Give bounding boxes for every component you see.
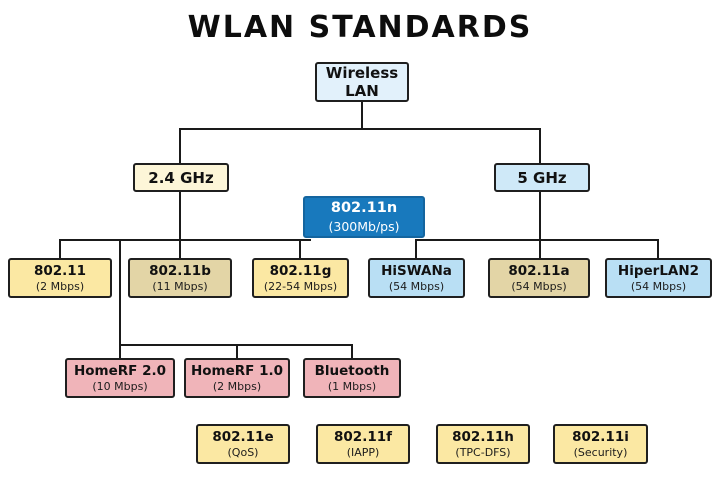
connector-to-5ghz [539, 128, 541, 163]
node-sublabel: (2 Mbps) [212, 380, 262, 393]
node-sublabel: (QoS) [227, 446, 259, 459]
node-label: HomeRF 1.0 [190, 362, 284, 379]
node-label: 802.11a [508, 262, 570, 279]
node-802-11g: 802.11g (22-54 Mbps) [252, 258, 349, 298]
node-label: 802.11b [149, 262, 211, 279]
node-802-11e: 802.11e (QoS) [196, 424, 290, 464]
node-sublabel: (IAPP) [346, 446, 380, 459]
node-802-11n: 802.11n (300Mb/ps) [303, 196, 425, 238]
node-sublabel: (11 Mbps) [152, 280, 208, 293]
node-sublabel: (54 Mbps) [511, 280, 567, 293]
connector-2-4ghz-horizontal [59, 239, 311, 241]
node-sublabel: (1 Mbps) [327, 380, 377, 393]
node-label: HiperLAN2 [617, 262, 700, 279]
diagram-title: WLAN STANDARDS [187, 10, 533, 45]
connector-bands-horizontal [179, 128, 541, 130]
connector-drop-bluetooth [351, 344, 353, 358]
node-sublabel: (Security) [573, 446, 628, 459]
connector-other-horizontal [119, 344, 352, 346]
node-5ghz: 5 GHz [494, 163, 590, 192]
node-802-11a: 802.11a (54 Mbps) [488, 258, 590, 298]
connector-to-2-4ghz [179, 128, 181, 163]
node-2-4ghz: 2.4 GHz [133, 163, 229, 192]
node-label: 802.11i [572, 428, 629, 445]
node-sublabel: (54 Mbps) [388, 280, 445, 293]
node-label: Bluetooth [314, 362, 390, 379]
node-hiswana: HiSWANa (54 Mbps) [368, 258, 465, 298]
connector-drop-802-11 [59, 239, 61, 258]
node-label: 802.11h [452, 428, 514, 445]
node-sublabel: (300Mb/ps) [328, 218, 400, 234]
connector-root-trunk [361, 102, 363, 130]
connector-5ghz-horizontal [415, 239, 659, 241]
node-sublabel: (22-54 Mbps) [263, 280, 338, 293]
connector-drop-802-11g [299, 239, 301, 258]
node-label: 802.11g [269, 262, 332, 279]
node-label: 802.11f [334, 428, 392, 445]
node-802-11b: 802.11b (11 Mbps) [128, 258, 232, 298]
node-sublabel: (2 Mbps) [35, 280, 85, 293]
node-label: 2.4 GHz [148, 168, 214, 187]
node-label: 802.11 [33, 262, 87, 279]
connector-drop-hiperlan2 [657, 239, 659, 258]
node-label: HomeRF 2.0 [73, 362, 167, 379]
node-802-11f: 802.11f (IAPP) [316, 424, 410, 464]
node-label: 802.11n [330, 200, 398, 217]
node-bluetooth: Bluetooth (1 Mbps) [303, 358, 401, 398]
connector-other-trunk [119, 239, 121, 358]
connector-drop-hiswana [415, 239, 417, 258]
node-label: 5 GHz [517, 168, 567, 187]
node-homerf-1-0: HomeRF 1.0 (2 Mbps) [184, 358, 290, 398]
node-sublabel: (TPC-DFS) [455, 446, 511, 459]
node-homerf-2-0: HomeRF 2.0 (10 Mbps) [65, 358, 175, 398]
node-label: 802.11e [212, 428, 274, 445]
node-wireless-lan: Wireless LAN [315, 62, 409, 102]
connector-drop-homerf1 [236, 344, 238, 358]
node-802-11i: 802.11i (Security) [553, 424, 648, 464]
node-label: HiSWANa [381, 262, 452, 279]
node-sublabel: (54 Mbps) [630, 280, 687, 293]
connector-5ghz-trunk [539, 192, 541, 258]
node-802-11: 802.11 (2 Mbps) [8, 258, 112, 298]
node-802-11h: 802.11h (TPC-DFS) [436, 424, 530, 464]
node-hiperlan2: HiperLAN2 (54 Mbps) [605, 258, 712, 298]
connector-2-4ghz-trunk [179, 192, 181, 258]
node-label: Wireless LAN [325, 64, 399, 100]
node-sublabel: (10 Mbps) [92, 380, 148, 393]
